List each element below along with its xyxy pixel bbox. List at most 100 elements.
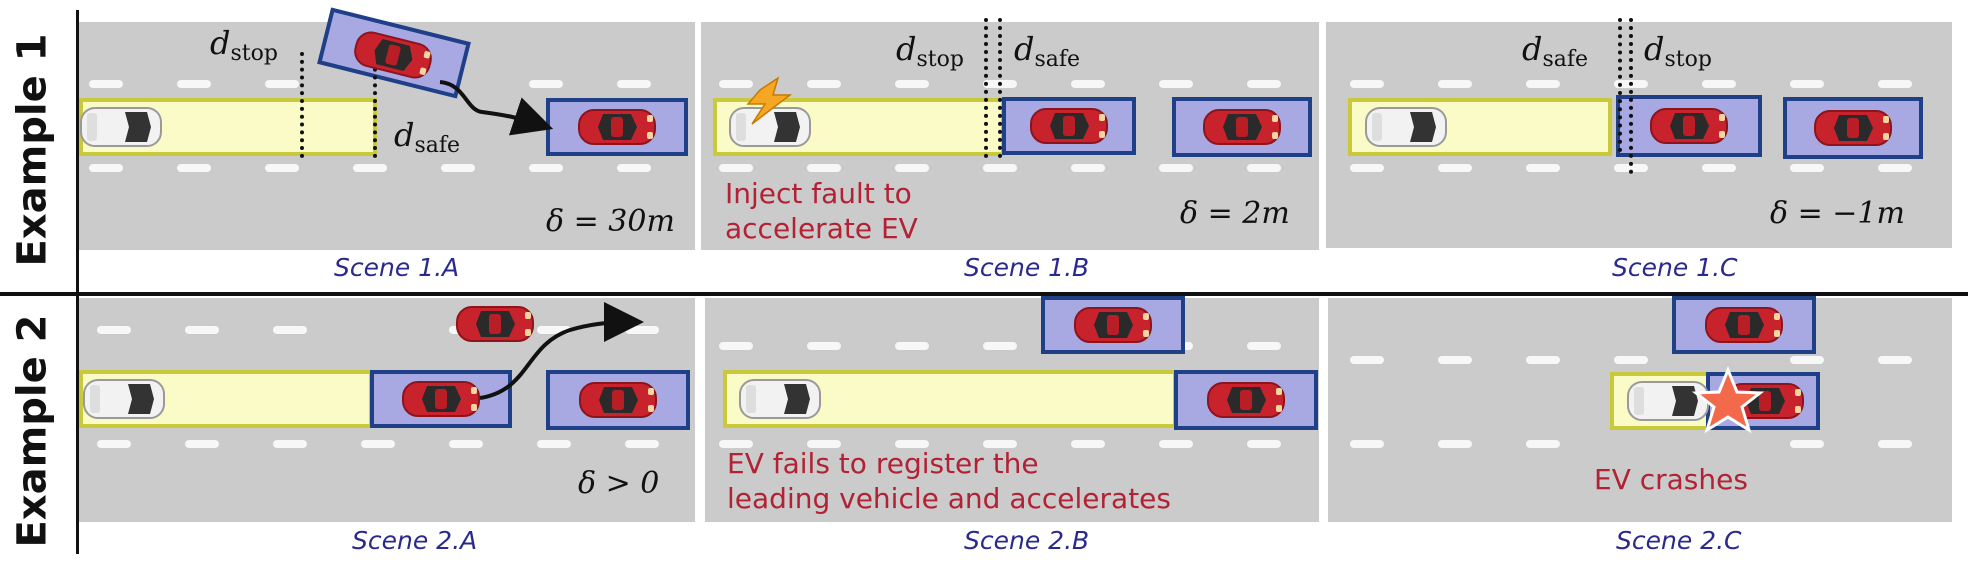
scene-caption: Scene 2.C — [1616, 526, 1742, 555]
d-safe-marker — [373, 52, 377, 158]
red-car-icon — [579, 382, 657, 418]
row-divider-horizontal — [0, 292, 1968, 296]
red-car-icon — [578, 109, 656, 145]
lane-dash — [273, 326, 307, 334]
red-car-icon — [1207, 382, 1285, 418]
scene-caption: Scene 1.C — [1612, 253, 1738, 282]
lane-dash — [1614, 356, 1648, 364]
lane-dash — [529, 80, 563, 88]
lane-dash — [441, 164, 475, 172]
lane-dash — [177, 80, 211, 88]
lane-dash — [895, 164, 929, 172]
d-stop-label: dstop — [1644, 30, 1712, 72]
lane-dash — [625, 440, 659, 448]
lane-dash — [529, 164, 563, 172]
lane-dash — [1247, 164, 1281, 172]
lane-dash — [807, 342, 841, 350]
lane-dash — [1159, 80, 1193, 88]
ev-car-icon — [83, 379, 165, 419]
lane-dash — [1526, 440, 1560, 448]
ev-car-icon — [739, 379, 821, 419]
red-car-icon — [1814, 110, 1892, 146]
lane-dash — [1526, 356, 1560, 364]
lane-dash — [273, 440, 307, 448]
lane-dash — [1247, 440, 1281, 448]
red-car-icon — [1203, 109, 1281, 145]
scene-caption: Scene 2.A — [352, 526, 478, 555]
lane-dash — [537, 440, 571, 448]
lane-dash — [89, 164, 123, 172]
delta-value: δ > 0 — [578, 466, 660, 501]
failure-note-line-2: leading vehicle and accelerates — [727, 482, 1171, 515]
lane-dash — [1071, 80, 1105, 88]
lane-dash — [89, 80, 123, 88]
d-safe-marker — [998, 18, 1002, 158]
d-safe-marker — [1618, 18, 1622, 152]
lane-dash — [1790, 440, 1824, 448]
lane-dash — [983, 164, 1017, 172]
row-divider-vertical — [76, 10, 79, 554]
lane-dash — [1350, 356, 1384, 364]
lane-dash — [97, 326, 131, 334]
lane-dash — [1878, 356, 1912, 364]
red-car-icon — [1705, 307, 1783, 343]
lane-dash — [1159, 440, 1193, 448]
d-safe-label: dsafe — [394, 116, 461, 158]
lane-dash — [1438, 164, 1472, 172]
red-car-icon — [402, 381, 480, 417]
crash-star-icon — [1691, 366, 1765, 434]
ev-car-icon — [1627, 381, 1709, 421]
lane-dash — [1526, 80, 1560, 88]
merged-vehicle-box — [1672, 296, 1816, 354]
lane-dash — [895, 440, 929, 448]
trajectory-arrow-icon — [439, 80, 554, 136]
lane-dash — [1526, 164, 1560, 172]
lightning-bolt-icon — [746, 76, 793, 125]
lane-dash — [1350, 164, 1384, 172]
red-car-icon — [1650, 108, 1728, 144]
crash-note: EV crashes — [1594, 463, 1748, 496]
scene-caption: Scene 1.A — [334, 253, 460, 282]
lane-dash — [177, 164, 211, 172]
lane-dash — [807, 80, 841, 88]
lane-dash — [97, 440, 131, 448]
lane-dash — [1790, 356, 1824, 364]
delta-value: δ = 2m — [1180, 196, 1290, 231]
d-stop-marker — [984, 18, 988, 158]
lane-dash — [807, 164, 841, 172]
fault-note-line-1: Inject fault to — [725, 177, 912, 210]
lane-dash — [185, 440, 219, 448]
lane-dash — [1350, 440, 1384, 448]
scene-caption: Scene 2.B — [964, 526, 1090, 555]
lane-dash — [1702, 164, 1736, 172]
d-stop-marker — [1629, 18, 1633, 174]
lane-dash — [265, 164, 299, 172]
lane-dash — [1438, 356, 1472, 364]
lane-dash — [449, 440, 483, 448]
lane-dash — [895, 342, 929, 350]
lane-dash — [807, 440, 841, 448]
lane-dash — [1878, 164, 1912, 172]
lane-dash — [983, 342, 1017, 350]
lane-dash — [1790, 164, 1824, 172]
lane-dash — [1702, 80, 1736, 88]
ev-car-icon — [1365, 107, 1447, 147]
lane-dash — [1159, 164, 1193, 172]
lane-dash — [1438, 80, 1472, 88]
trajectory-arrow-icon — [479, 302, 644, 400]
lane-dash — [361, 440, 395, 448]
fault-note: Inject fault to accelerate EV — [725, 176, 918, 246]
lane-dash — [719, 342, 753, 350]
lane-dash — [895, 80, 929, 88]
lane-dash — [1790, 80, 1824, 88]
lane-dash — [719, 440, 753, 448]
lane-dash — [1878, 440, 1912, 448]
lane-dash — [1878, 80, 1912, 88]
fault-note-line-2: accelerate EV — [725, 212, 918, 245]
lane-dash — [353, 164, 387, 172]
scene-caption: Scene 1.B — [964, 253, 1090, 282]
lane-dash — [185, 326, 219, 334]
leading-vehicle-box — [1616, 95, 1762, 157]
d-safe-label: dsafe — [1014, 30, 1081, 72]
